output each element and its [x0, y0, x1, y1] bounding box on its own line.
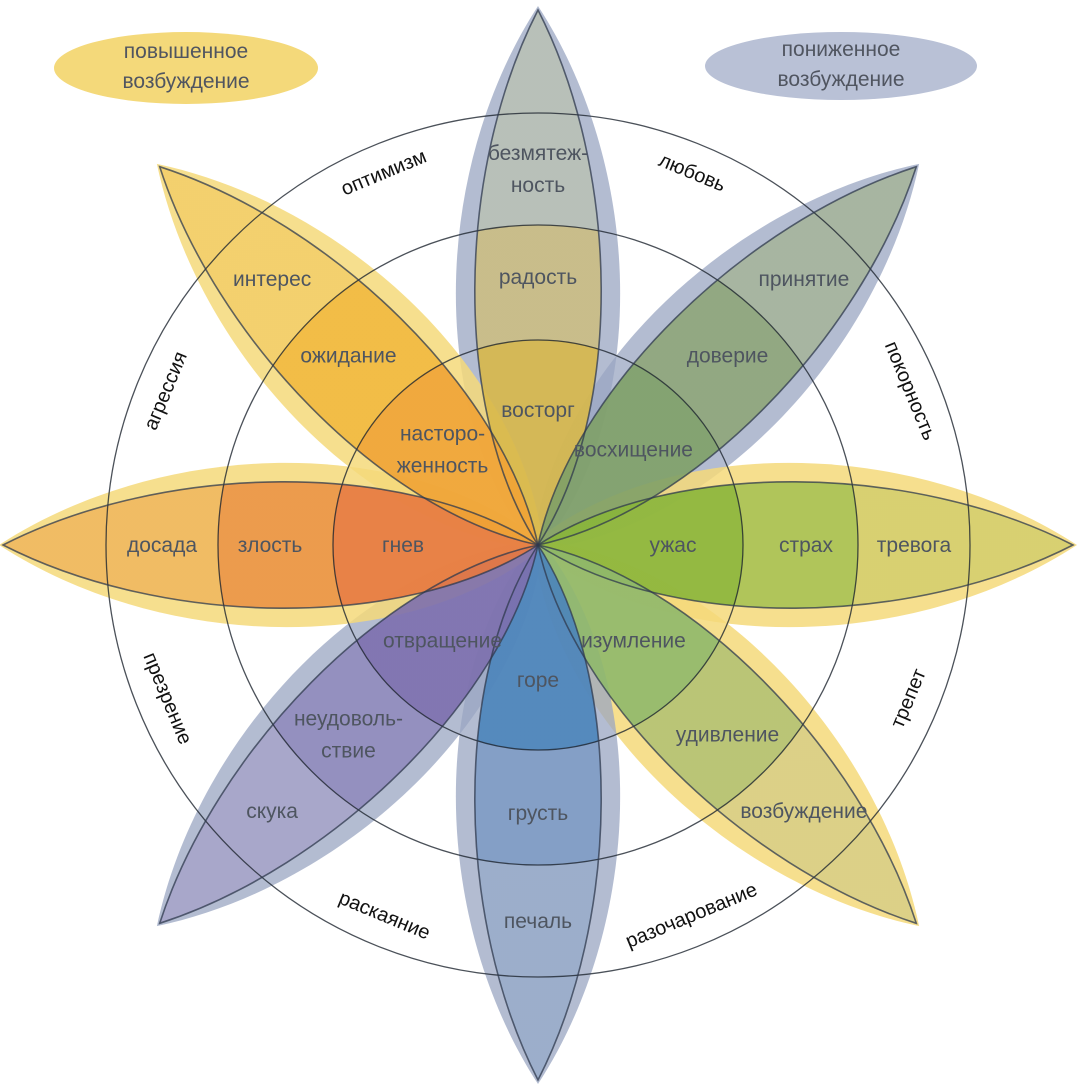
- legend-low-arousal: пониженное возбуждение: [705, 32, 977, 100]
- petal-outline-3: [536, 543, 918, 925]
- petal-3: [538, 545, 917, 924]
- legend-high-arousal-line2: возбуждение: [122, 70, 249, 93]
- petal-6-label-middle: злость: [238, 534, 303, 557]
- emotion-petals: [3, 10, 1073, 1080]
- petal-2-label-inner: ужас: [650, 534, 697, 557]
- petal-5-label-middle1: неудоволь-: [294, 708, 403, 731]
- petal-1-label-outer: принятие: [758, 268, 849, 291]
- petal-outline-2: [536, 481, 1075, 609]
- petal-outline-4: [474, 543, 602, 1082]
- petal-5-label-inner: отвращение: [383, 629, 502, 652]
- petal-1-label-inner: восхищение: [574, 439, 693, 462]
- emotion-labels: восторг радость безмятеж-ность восхищение до…: [127, 142, 952, 933]
- petal-0-label-middle: радость: [499, 266, 577, 289]
- ring-inner: [332, 339, 744, 751]
- petal-outline-7: [158, 165, 540, 547]
- petal-outline-6: [1, 481, 540, 609]
- petal-1: [538, 166, 917, 545]
- petal-4-label-outer: печаль: [504, 910, 572, 933]
- legend-low-arousal-swatch: [705, 32, 977, 100]
- intensity-ring-lines: [105, 112, 971, 978]
- legend-low-arousal-line2: возбуждение: [777, 68, 904, 91]
- petal-5-label-outer: скука: [246, 800, 298, 823]
- ring-outer: [105, 112, 971, 978]
- petal-7: [159, 166, 538, 545]
- petal-0: [474, 10, 602, 545]
- petal-outline-5: [158, 543, 540, 925]
- legend-high-arousal-line1: повышенное: [124, 40, 248, 63]
- petal-7-label-inner1: насторо-: [400, 423, 485, 446]
- petal-6-label-inner: гнев: [382, 534, 424, 557]
- ring-middle: [217, 224, 859, 866]
- petal-3-label-middle: удивление: [676, 724, 779, 747]
- petal-2-label-outer: тревога: [877, 534, 952, 557]
- legend-high-arousal: повышенное возбуждение: [54, 32, 318, 104]
- petal-0-label-inner: восторг: [501, 399, 575, 422]
- petal-2: [538, 481, 1073, 609]
- petal-4-label-middle: грусть: [508, 802, 568, 825]
- petal-3-label-outer: возбуждение: [740, 800, 867, 823]
- petal-1-label-middle: доверие: [687, 344, 769, 367]
- petal-outlines: [1, 8, 1075, 1082]
- petal-outline-0: [474, 8, 602, 547]
- petal-4: [474, 545, 602, 1080]
- legend-low-arousal-line1: пониженное: [782, 38, 901, 61]
- petal-6: [3, 481, 538, 609]
- petal-outline-1: [536, 165, 918, 547]
- petal-5-label-middle2: ствие: [321, 740, 376, 763]
- petal-2-label-middle: страх: [779, 534, 833, 557]
- legend-high-arousal-swatch: [54, 32, 318, 104]
- petal-3-label-inner: изумление: [581, 629, 686, 652]
- petal-7-label-inner2: женность: [397, 455, 489, 478]
- petal-0-label-outer1: безмятеж-: [488, 142, 588, 165]
- petal-0-label-outer2: ность: [511, 174, 565, 197]
- petal-6-label-outer: досада: [127, 534, 197, 557]
- petal-7-label-outer: интерес: [233, 268, 311, 291]
- petal-5: [159, 545, 538, 924]
- petal-7-label-middle: ожидание: [300, 344, 396, 367]
- petal-4-label-inner: горе: [517, 669, 559, 692]
